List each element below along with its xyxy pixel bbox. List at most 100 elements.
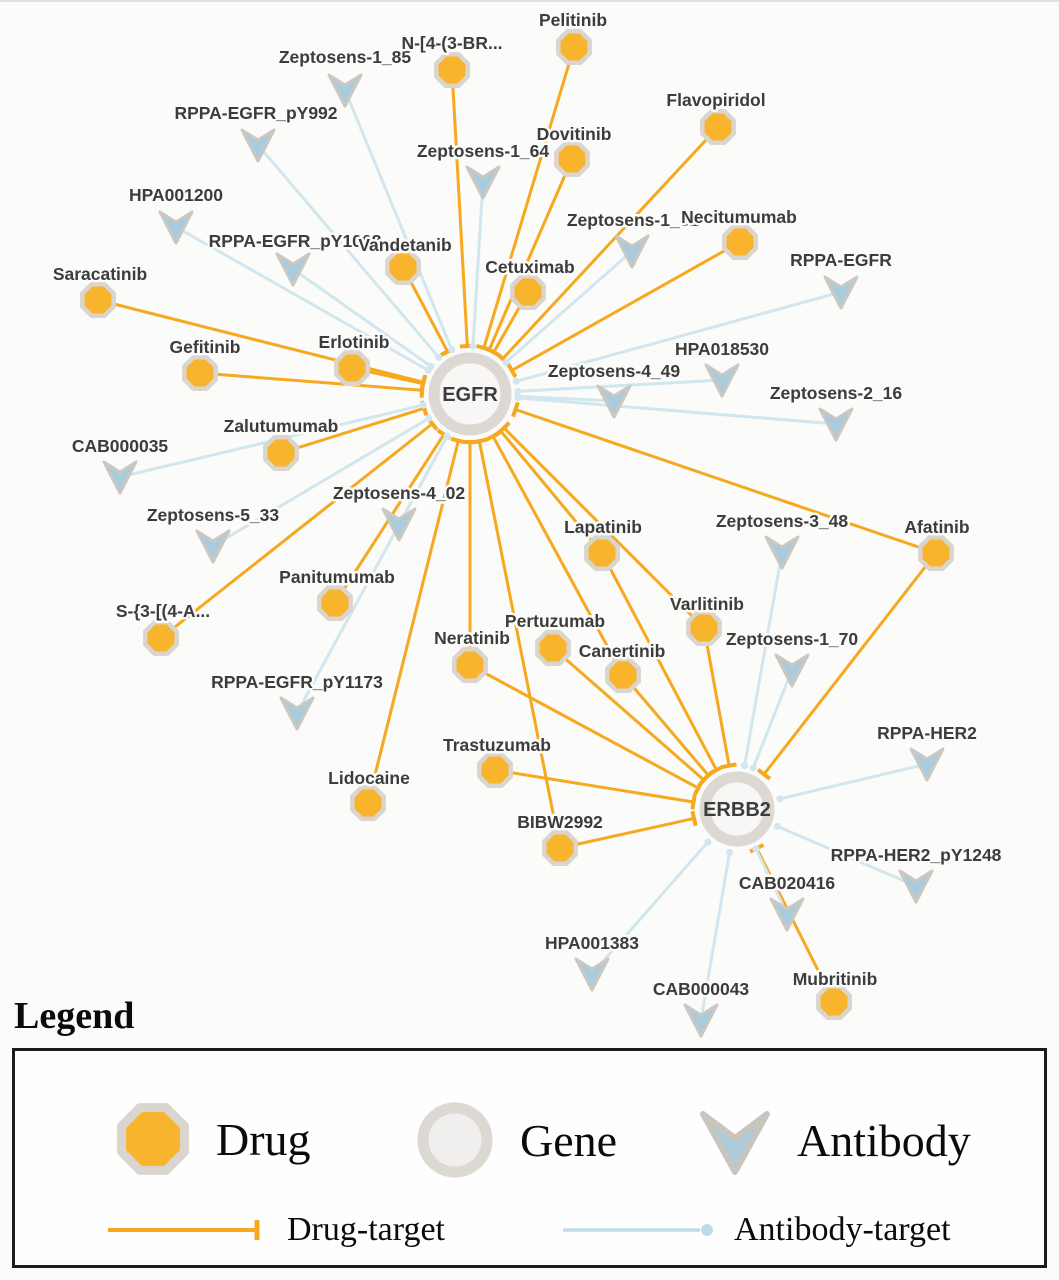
antibody-edge-dot xyxy=(435,353,443,361)
antibody-node xyxy=(381,507,417,542)
drug-target-edge xyxy=(501,125,720,360)
drug-label: Trastuzumab xyxy=(443,735,551,755)
drug-label: Necitumumab xyxy=(681,207,797,227)
antibody-target-edge xyxy=(295,435,449,714)
antibody-target-edge xyxy=(515,290,842,383)
drug-edge-tee xyxy=(419,375,427,392)
antibody-nodes xyxy=(102,73,945,1038)
drug-node xyxy=(434,52,470,88)
drug-node xyxy=(263,435,299,471)
drug-node xyxy=(722,224,758,260)
antibody-label: HPA001200 xyxy=(129,185,223,205)
antibody-label: Zeptosens-5_33 xyxy=(147,505,280,525)
antibody-label: RPPA-EGFR_pY1173 xyxy=(211,672,383,692)
drug-label: Zalutumumab xyxy=(224,416,339,436)
drug-node xyxy=(700,109,736,145)
drug-target-edge xyxy=(559,817,695,850)
drug-octagon-icon xyxy=(117,1103,189,1175)
antibody-target-edge xyxy=(754,848,789,915)
drug-label: Saracatinib xyxy=(53,264,147,284)
antibody-label: Zeptosens-4_49 xyxy=(548,361,681,381)
antibody-edge-dot xyxy=(773,822,781,830)
drug-edge-tee xyxy=(485,430,501,442)
antibody-node xyxy=(774,653,810,688)
legend-item-antibody: Antibody xyxy=(693,1098,971,1182)
drug-target-edge xyxy=(621,674,710,777)
antibody-label: RPPA-HER2 xyxy=(877,723,977,743)
drug-node xyxy=(510,274,546,310)
legend-label-drug-target: Drug-target xyxy=(287,1211,445,1248)
drug-target-edge xyxy=(494,768,694,804)
antibody-node xyxy=(195,529,231,564)
antibody-edge-dot xyxy=(776,795,784,803)
drug-edge-tee xyxy=(506,362,518,378)
antibody-edge-dot xyxy=(448,346,456,354)
antibody-node xyxy=(614,234,650,269)
antibody-node xyxy=(769,897,805,932)
drug-label: BIBW2992 xyxy=(517,812,603,832)
antibody-label: HPA001383 xyxy=(545,933,639,953)
drug-target-edge xyxy=(491,435,625,676)
antibody-target-edge xyxy=(743,551,784,766)
antibody-node xyxy=(240,128,276,163)
drug-node xyxy=(477,752,513,788)
antibody-label: CAB020416 xyxy=(739,873,836,893)
drug-edge-tee xyxy=(721,762,737,770)
legend-item-gene: Gene xyxy=(410,1095,617,1185)
drug-label: N-[4-(3-BR... xyxy=(401,33,502,53)
antibody-edge-dot xyxy=(502,358,510,366)
drug-label: Lidocaine xyxy=(328,768,410,788)
antibody-label: Zeptosens-1_85 xyxy=(279,47,412,67)
drug-node xyxy=(556,29,592,65)
legend-label-drug: Drug xyxy=(216,1113,311,1165)
antibody-node xyxy=(102,460,138,495)
antibody-label: CAB000035 xyxy=(72,436,169,456)
drug-node xyxy=(80,282,116,318)
drug-edge-tee xyxy=(450,436,467,445)
antibody-label: Zeptosens-2_16 xyxy=(770,383,903,403)
antibody-label: HPA018530 xyxy=(675,339,769,359)
antibody-node xyxy=(158,210,194,245)
drug-edge-tee xyxy=(471,437,488,445)
drug-label: Afatinib xyxy=(904,517,969,537)
drug-target-edge xyxy=(511,240,741,372)
drug-edge-tee xyxy=(511,401,520,418)
legend-box: Drug Gene Antibody Drug-target xyxy=(12,1048,1047,1268)
drug-label: Flavopiridol xyxy=(666,90,765,110)
antibody-label: RPPA-EGFR xyxy=(790,250,892,270)
edge-layer xyxy=(97,46,938,1021)
antibody-target-edge-icon xyxy=(563,1224,713,1236)
antibody-edge-dot xyxy=(749,764,757,772)
legend-item-antibody-target: Antibody-target xyxy=(560,1211,951,1249)
drug-node xyxy=(918,535,954,571)
antibody-node xyxy=(898,869,934,904)
drug-label: S-{3-[(4-A... xyxy=(116,601,210,621)
drug-label: Pelitinib xyxy=(539,10,607,30)
antibody-target-edge xyxy=(471,181,485,347)
gene-circle-icon xyxy=(417,1102,493,1178)
antibody-edge-dot xyxy=(704,838,712,846)
antibody-edge-dot xyxy=(469,342,477,350)
antibody-target-edge xyxy=(504,249,633,364)
drug-target-edge-icon xyxy=(108,1220,260,1240)
drug-target-edge xyxy=(762,552,938,776)
antibody-target-edge xyxy=(175,225,430,372)
antibody-edge-dot xyxy=(443,432,451,440)
drug-target-edge xyxy=(160,422,434,640)
drug-edge-tee xyxy=(692,780,704,796)
antibody-target-edge xyxy=(517,396,837,426)
drug-label: Vandetanib xyxy=(358,235,451,255)
drug-node xyxy=(182,355,218,391)
drug-label: Varlitinib xyxy=(670,594,744,614)
antibody-node xyxy=(704,363,740,398)
drug-label: Panitumumab xyxy=(279,567,395,587)
antibody-edge-dot xyxy=(419,401,427,409)
antibody-label: Zeptosens-1_64 xyxy=(417,141,550,161)
antibody-target-edge xyxy=(590,841,710,975)
antibody-edge-dot xyxy=(514,394,522,402)
antibody-label: RPPA-HER2_pY1248 xyxy=(831,845,1002,865)
drug-target-edge xyxy=(482,46,576,349)
drug-target-edge xyxy=(600,552,718,771)
antibody-label: RPPA-EGFR_pY1068 xyxy=(209,231,382,251)
